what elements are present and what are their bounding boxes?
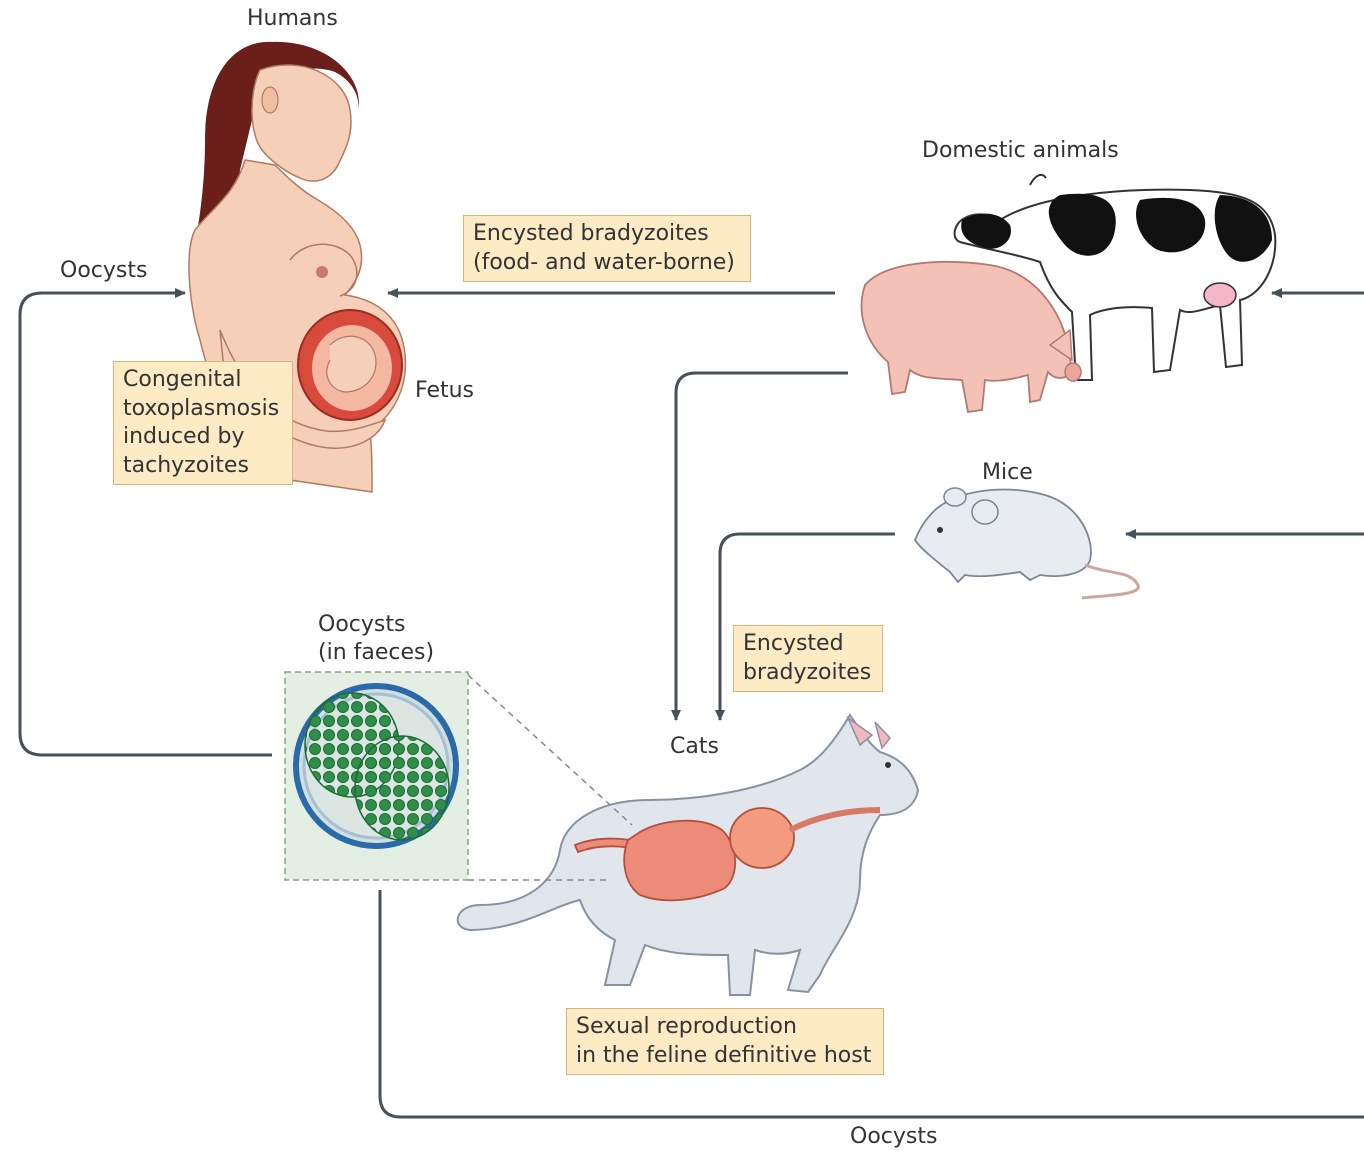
label-oocysts-bottom: Oocysts [850, 1124, 937, 1150]
label-oocysts-faeces-line2: (in faeces) [318, 640, 434, 666]
pig-illustration [862, 262, 1081, 412]
box-line: Congenital [123, 366, 283, 395]
box-line: tachyzoites [123, 452, 283, 481]
label-oocysts-left: Oocysts [60, 258, 147, 284]
label-cats: Cats [670, 734, 719, 760]
mouse-illustration [915, 488, 1138, 598]
line-oocysts-bottom [380, 890, 1364, 1117]
box-encysted-bradyzoites-mice: Encysted bradyzoites [733, 625, 883, 692]
label-fetus: Fetus [415, 378, 474, 404]
box-encysted-bradyzoites-food: Encysted bradyzoites (food- and water-bo… [463, 215, 751, 282]
label-oocysts-faeces-line1: Oocysts [318, 612, 405, 638]
box-line: bradyzoites [743, 659, 873, 688]
box-line: induced by [123, 423, 283, 452]
box-line: toxoplasmosis [123, 395, 283, 424]
box-line: Sexual reproduction [576, 1013, 874, 1042]
label-domestic-animals: Domestic animals [922, 138, 1119, 164]
label-humans: Humans [247, 6, 338, 32]
box-line: Encysted [743, 630, 873, 659]
label-mice: Mice [982, 460, 1033, 486]
box-sexual-reproduction: Sexual reproduction in the feline defini… [566, 1008, 884, 1075]
box-line: in the feline definitive host [576, 1042, 874, 1071]
box-line: (food- and water-borne) [473, 249, 741, 278]
box-line: Encysted bradyzoites [473, 220, 741, 249]
box-congenital-toxoplasmosis: Congenital toxoplasmosis induced by tach… [113, 361, 293, 485]
